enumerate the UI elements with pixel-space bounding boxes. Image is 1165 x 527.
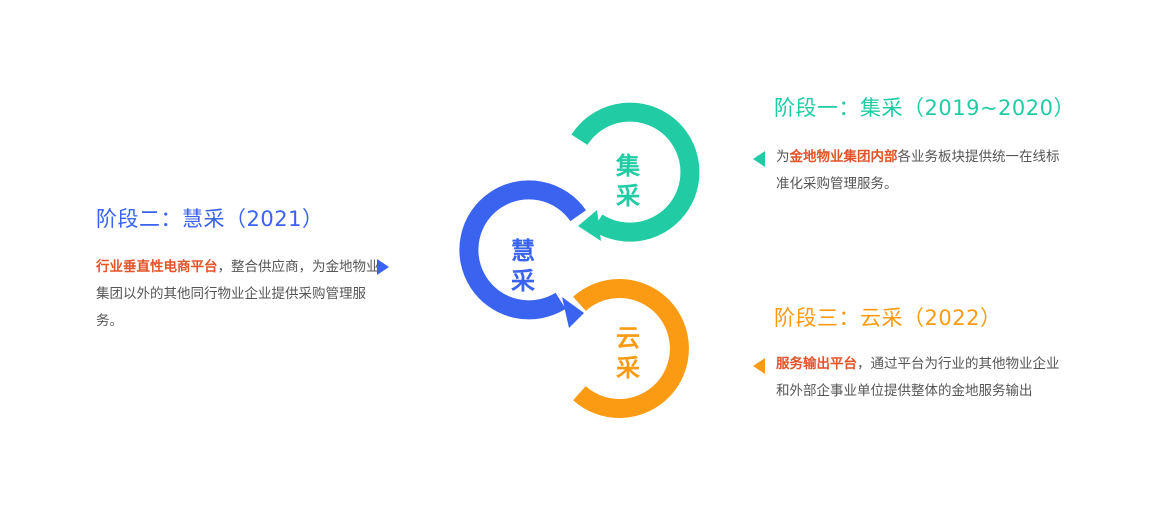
- blue-arrowhead: [562, 297, 584, 328]
- green-arrowhead: [578, 210, 601, 241]
- green-cycle-arc: [571, 102, 700, 242]
- stage-3-desc-rest: ，通过平台为行业的其他物业企业和外部企事业单位提供整体的金地服务输出: [776, 356, 1060, 399]
- stage-1-title: 阶段一：集采（2019~2020）: [774, 96, 1075, 120]
- stage-3-pointer-icon: [753, 358, 765, 374]
- stage-2-highlight: 行业垂直性电商平台: [96, 259, 218, 275]
- stage-2-pointer-icon: [377, 259, 389, 275]
- stage-2-desc-rest: ，整合供应商，为金地物业集团以外的其他同行物业企业提供采购管理服务。: [96, 259, 380, 329]
- stage-1-description: 为金地物业集团内部各业务板块提供统一在线标准化采购管理服务。: [776, 144, 1066, 198]
- stage-3-description: 服务输出平台，通过平台为行业的其他物业企业和外部企事业单位提供整体的金地服务输出: [776, 351, 1061, 405]
- stage-1-desc-prefix: 为: [776, 149, 790, 165]
- stage-2-title: 阶段二：慧采（2021）: [96, 207, 324, 231]
- orange-cycle-char-2: 采: [616, 354, 640, 382]
- blue-cycle-arc: [459, 180, 586, 320]
- stage-1-desc-rest: 各业务板块提供统一在线标准化采购管理服务。: [776, 149, 1060, 192]
- stage-3-title: 阶段三：云采（2022）: [774, 306, 1002, 330]
- stage-2-description: 行业垂直性电商平台，整合供应商，为金地物业集团以外的其他同行物业企业提供采购管理…: [96, 254, 381, 335]
- orange-cycle-char-1: 云: [616, 324, 640, 352]
- stage-3-highlight: 服务输出平台: [776, 356, 857, 372]
- stage-1-pointer-icon: [753, 151, 765, 167]
- green-cycle-char-2: 采: [616, 182, 640, 210]
- blue-cycle-char-1: 慧: [511, 237, 535, 265]
- orange-cycle-arc: [573, 279, 689, 418]
- stage-1-highlight: 金地物业集团内部: [789, 149, 898, 165]
- green-cycle-char-1: 集: [615, 152, 641, 180]
- blue-cycle-char-2: 采: [511, 267, 535, 295]
